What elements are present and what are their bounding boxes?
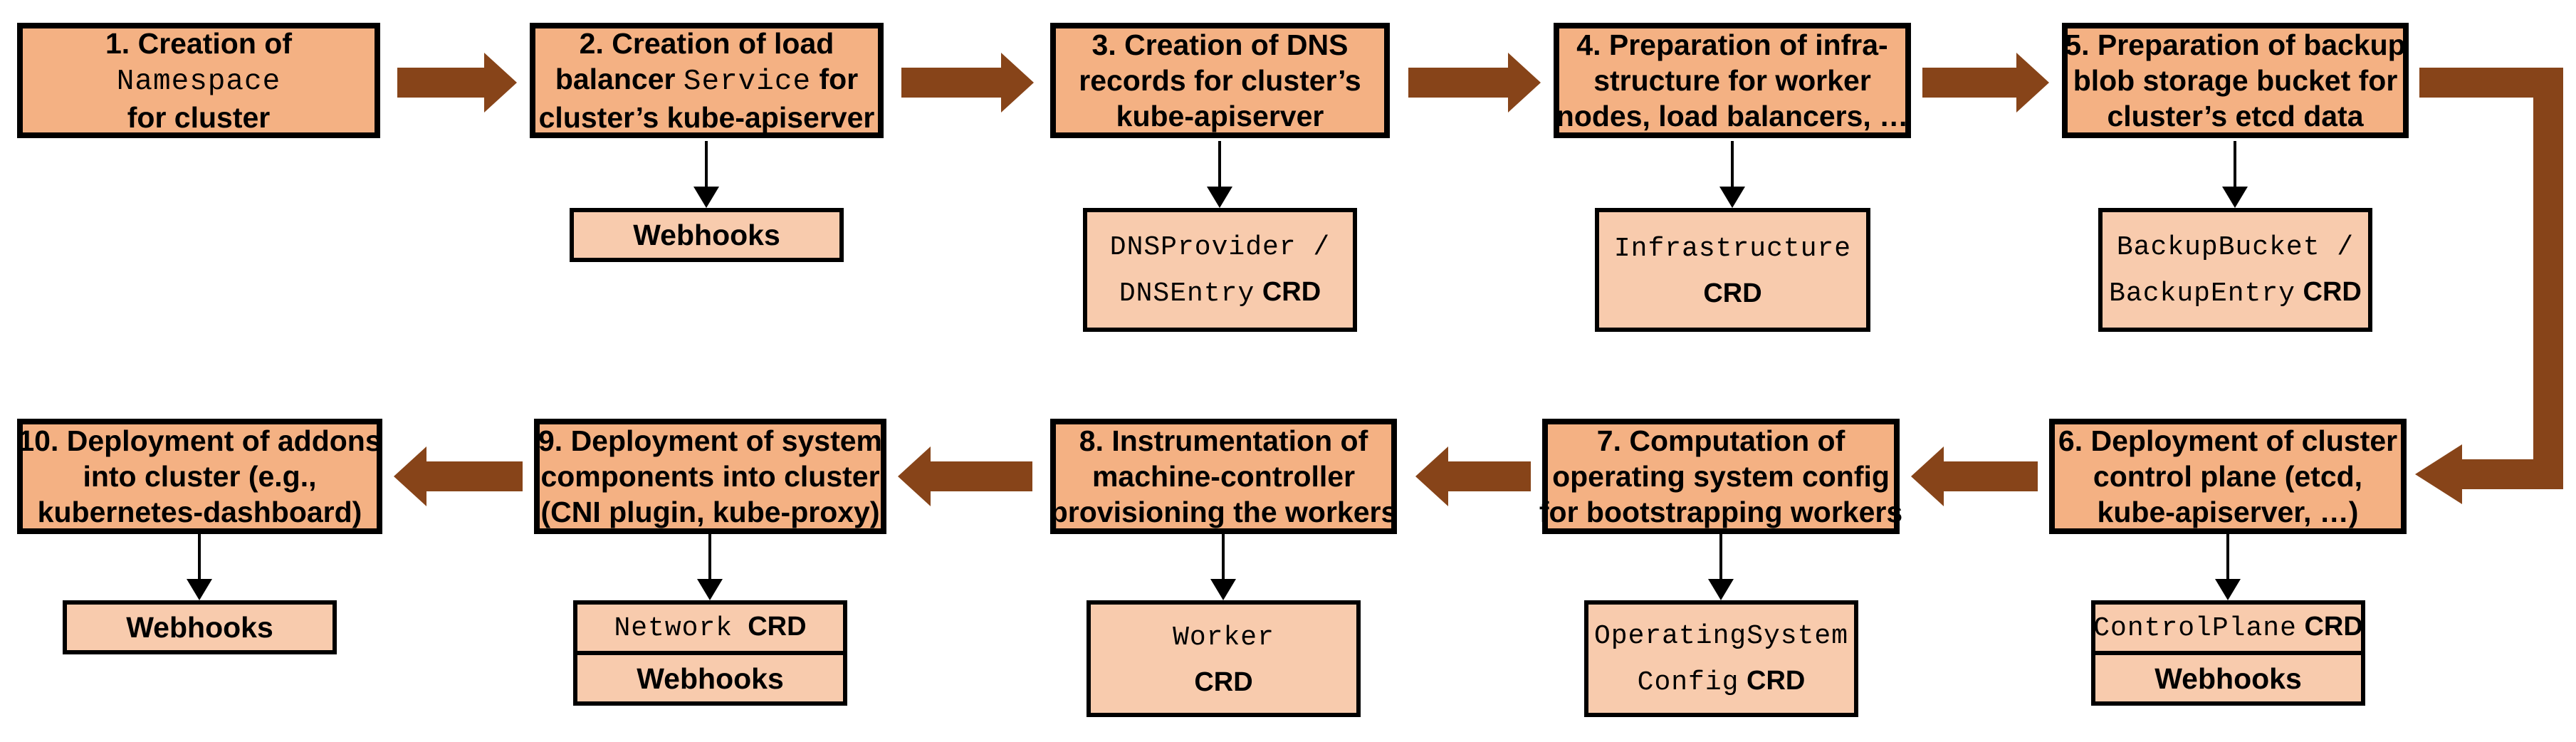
down-arrow-step7-icon xyxy=(1708,534,1734,600)
arrow-step3-to-step4-icon xyxy=(1408,53,1541,113)
step-6-webhooks-box: Webhooks xyxy=(2091,651,2365,706)
step-5-crd-box: BackupBucket /BackupEntry CRD xyxy=(2098,208,2372,332)
step-9-webhooks-box: Webhooks xyxy=(573,651,847,706)
arrow-step2-to-step3-icon xyxy=(901,53,1034,113)
connector-step5-to-step6-vertical-bar xyxy=(2533,68,2563,489)
down-arrow-step9-icon xyxy=(697,534,723,600)
down-arrow-step10-icon xyxy=(187,534,212,600)
step-3-crd-box: DNSProvider /DNSEntry CRD xyxy=(1083,208,1357,332)
arrow-step7-to-step8-icon xyxy=(1415,446,1531,506)
step-6-crd-box: ControlPlane CRD xyxy=(2091,600,2365,655)
connector-step5-to-step6-arrowhead-icon xyxy=(2415,444,2462,504)
arrow-step8-to-step9-icon xyxy=(898,446,1032,506)
step-2-webhooks-box: Webhooks xyxy=(570,208,844,262)
step-4-box: 4. Preparation of infra-structure for wo… xyxy=(1554,23,1911,138)
down-arrow-step6-icon xyxy=(2215,534,2241,600)
arrow-step1-to-step2-icon xyxy=(397,53,517,113)
arrow-step6-to-step7-icon xyxy=(1911,446,2038,506)
connector-step5-to-step6-bottom-bar xyxy=(2462,459,2563,489)
down-arrow-step2-icon xyxy=(693,141,719,208)
arrow-step4-to-step5-icon xyxy=(1922,53,2049,113)
down-arrow-step3-icon xyxy=(1207,141,1232,208)
down-arrow-step8-icon xyxy=(1210,534,1236,600)
step-10-webhooks-box: Webhooks xyxy=(63,600,337,654)
down-arrow-step4-icon xyxy=(1719,141,1745,208)
down-arrow-step5-icon xyxy=(2222,141,2248,208)
step-9-crd-box: Network CRD xyxy=(573,600,847,655)
arrow-step9-to-step10-icon xyxy=(394,446,523,506)
